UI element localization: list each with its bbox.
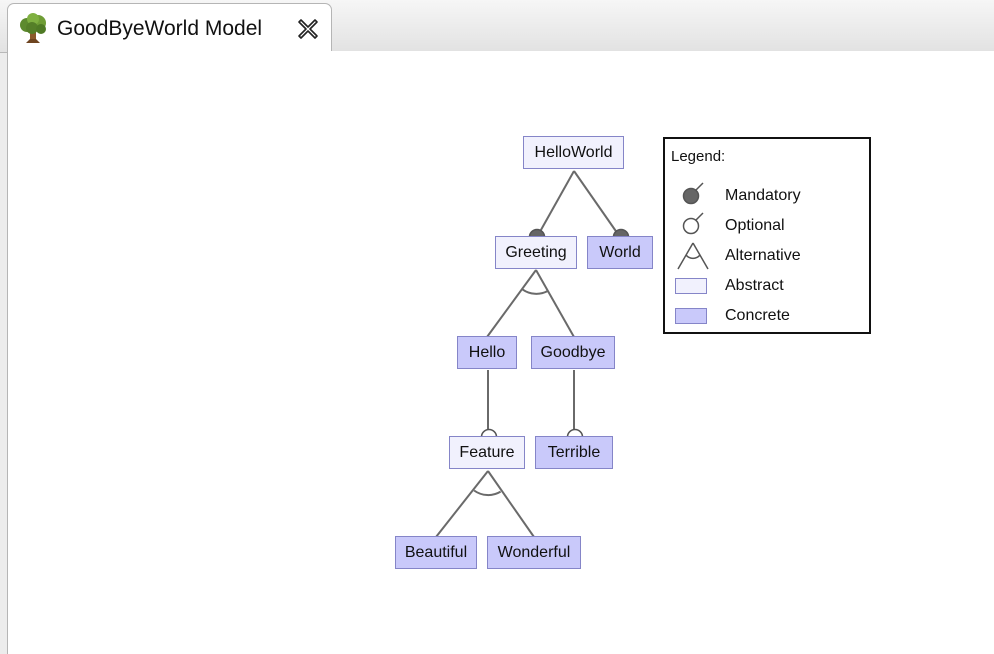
edge-greeting-hello <box>486 269 537 338</box>
feature-node-hello[interactable]: Hello <box>457 336 517 369</box>
legend-title: Legend: <box>671 148 726 165</box>
editor-tab-bar: GoodByeWorld Model <box>0 0 994 53</box>
edge-feature-beautiful <box>435 470 489 538</box>
concrete-swatch <box>675 308 707 324</box>
feature-node-helloworld[interactable]: HelloWorld <box>523 136 624 169</box>
legend-concrete-label: Concrete <box>725 307 790 324</box>
legend-abstract-label: Abstract <box>725 277 784 294</box>
feature-node-terrible[interactable]: Terrible <box>535 436 613 469</box>
editor-tab[interactable]: GoodByeWorld Model <box>7 3 332 52</box>
edge-feature-wonderful <box>487 470 535 538</box>
legend-mandatory-label: Mandatory <box>725 187 801 204</box>
alternative-icon <box>677 242 709 270</box>
mandatory-icon <box>682 182 704 205</box>
edge-root-greeting <box>536 170 575 238</box>
edge-root-world <box>573 170 621 238</box>
tab-title: GoodByeWorld Model <box>57 17 263 40</box>
legend-alternative-label: Alternative <box>725 247 801 264</box>
feature-node-world[interactable]: World <box>587 236 653 269</box>
abstract-swatch <box>675 278 707 294</box>
alternative-arc-greeting <box>521 288 549 295</box>
legend[interactable]: Legend: Mandatory Optional Alternative A… <box>663 137 871 334</box>
feature-node-greeting[interactable]: Greeting <box>495 236 577 269</box>
tree-icon <box>20 13 46 43</box>
optional-icon <box>682 212 704 235</box>
feature-node-feature[interactable]: Feature <box>449 436 525 469</box>
alternative-arc-feature <box>473 489 502 497</box>
close-icon[interactable] <box>297 18 319 40</box>
feature-node-goodbye[interactable]: Goodbye <box>531 336 615 369</box>
legend-optional-label: Optional <box>725 217 785 234</box>
feature-node-wonderful[interactable]: Wonderful <box>487 536 581 569</box>
feature-model-canvas[interactable]: HelloWorld Greeting World Hello Goodbye … <box>7 51 994 654</box>
edge-greeting-goodbye <box>535 269 575 338</box>
feature-node-beautiful[interactable]: Beautiful <box>395 536 477 569</box>
